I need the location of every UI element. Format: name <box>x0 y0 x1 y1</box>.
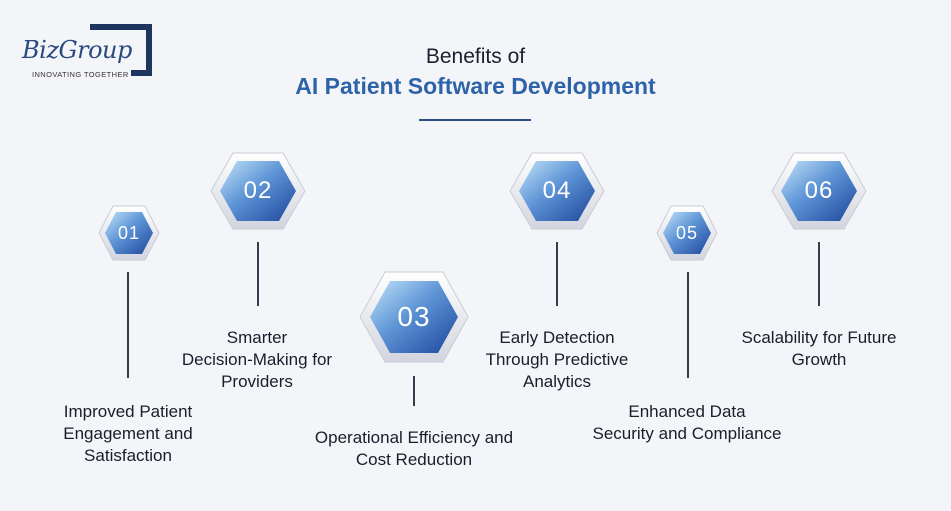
hexagon-shape <box>656 205 718 261</box>
step-06-hexagon: 06 <box>770 151 868 231</box>
step-05-hexagon: 05 <box>655 204 719 262</box>
step-04-connector <box>556 242 558 306</box>
hexagon-shape <box>771 152 867 230</box>
step-04-number: 04 <box>542 177 572 204</box>
logo-brand-text: BizGroup <box>22 36 134 64</box>
hexagon-shape <box>509 152 605 230</box>
page-title-line-1: Benefits of <box>425 45 526 68</box>
step-01-hexagon: 01 <box>97 204 161 262</box>
step-01-connector <box>127 272 129 378</box>
step-02-number: 02 <box>243 177 273 204</box>
step-04-label: Early Detection Through Predictive Analy… <box>485 328 629 391</box>
step-03-hexagon: 03 <box>358 270 470 364</box>
step-02-hexagon: 02 <box>209 151 307 231</box>
step-04-hexagon: 04 <box>508 151 606 231</box>
step-06-number: 06 <box>804 177 834 204</box>
step-01-label: Improved Patient Engagement and Satisfac… <box>63 402 193 465</box>
logo-tagline: INNOVATING TOGETHER <box>30 70 131 79</box>
step-06-label: Scalability for Future Growth <box>741 328 897 369</box>
step-06-connector <box>818 242 820 306</box>
hexagon-shape <box>98 205 160 261</box>
step-05-connector <box>687 272 689 378</box>
bizgroup-logo: BizGroup INNOVATING TOGETHER <box>22 24 158 84</box>
step-01-number: 01 <box>117 222 141 243</box>
step-05-number: 05 <box>675 222 699 243</box>
hexagon-shape <box>359 271 469 363</box>
step-05-label: Enhanced Data Security and Compliance <box>592 402 782 443</box>
title-underline <box>419 119 531 121</box>
step-02-connector <box>257 242 259 306</box>
step-03-number: 03 <box>397 301 431 332</box>
step-03-connector <box>413 376 415 406</box>
page-title-line-2: AI Patient Software Development <box>295 73 656 99</box>
hexagon-shape <box>210 152 306 230</box>
step-03-label: Operational Efficiency and Cost Reductio… <box>314 428 514 469</box>
step-02-label: Smarter Decision-Making for Providers <box>181 328 333 391</box>
